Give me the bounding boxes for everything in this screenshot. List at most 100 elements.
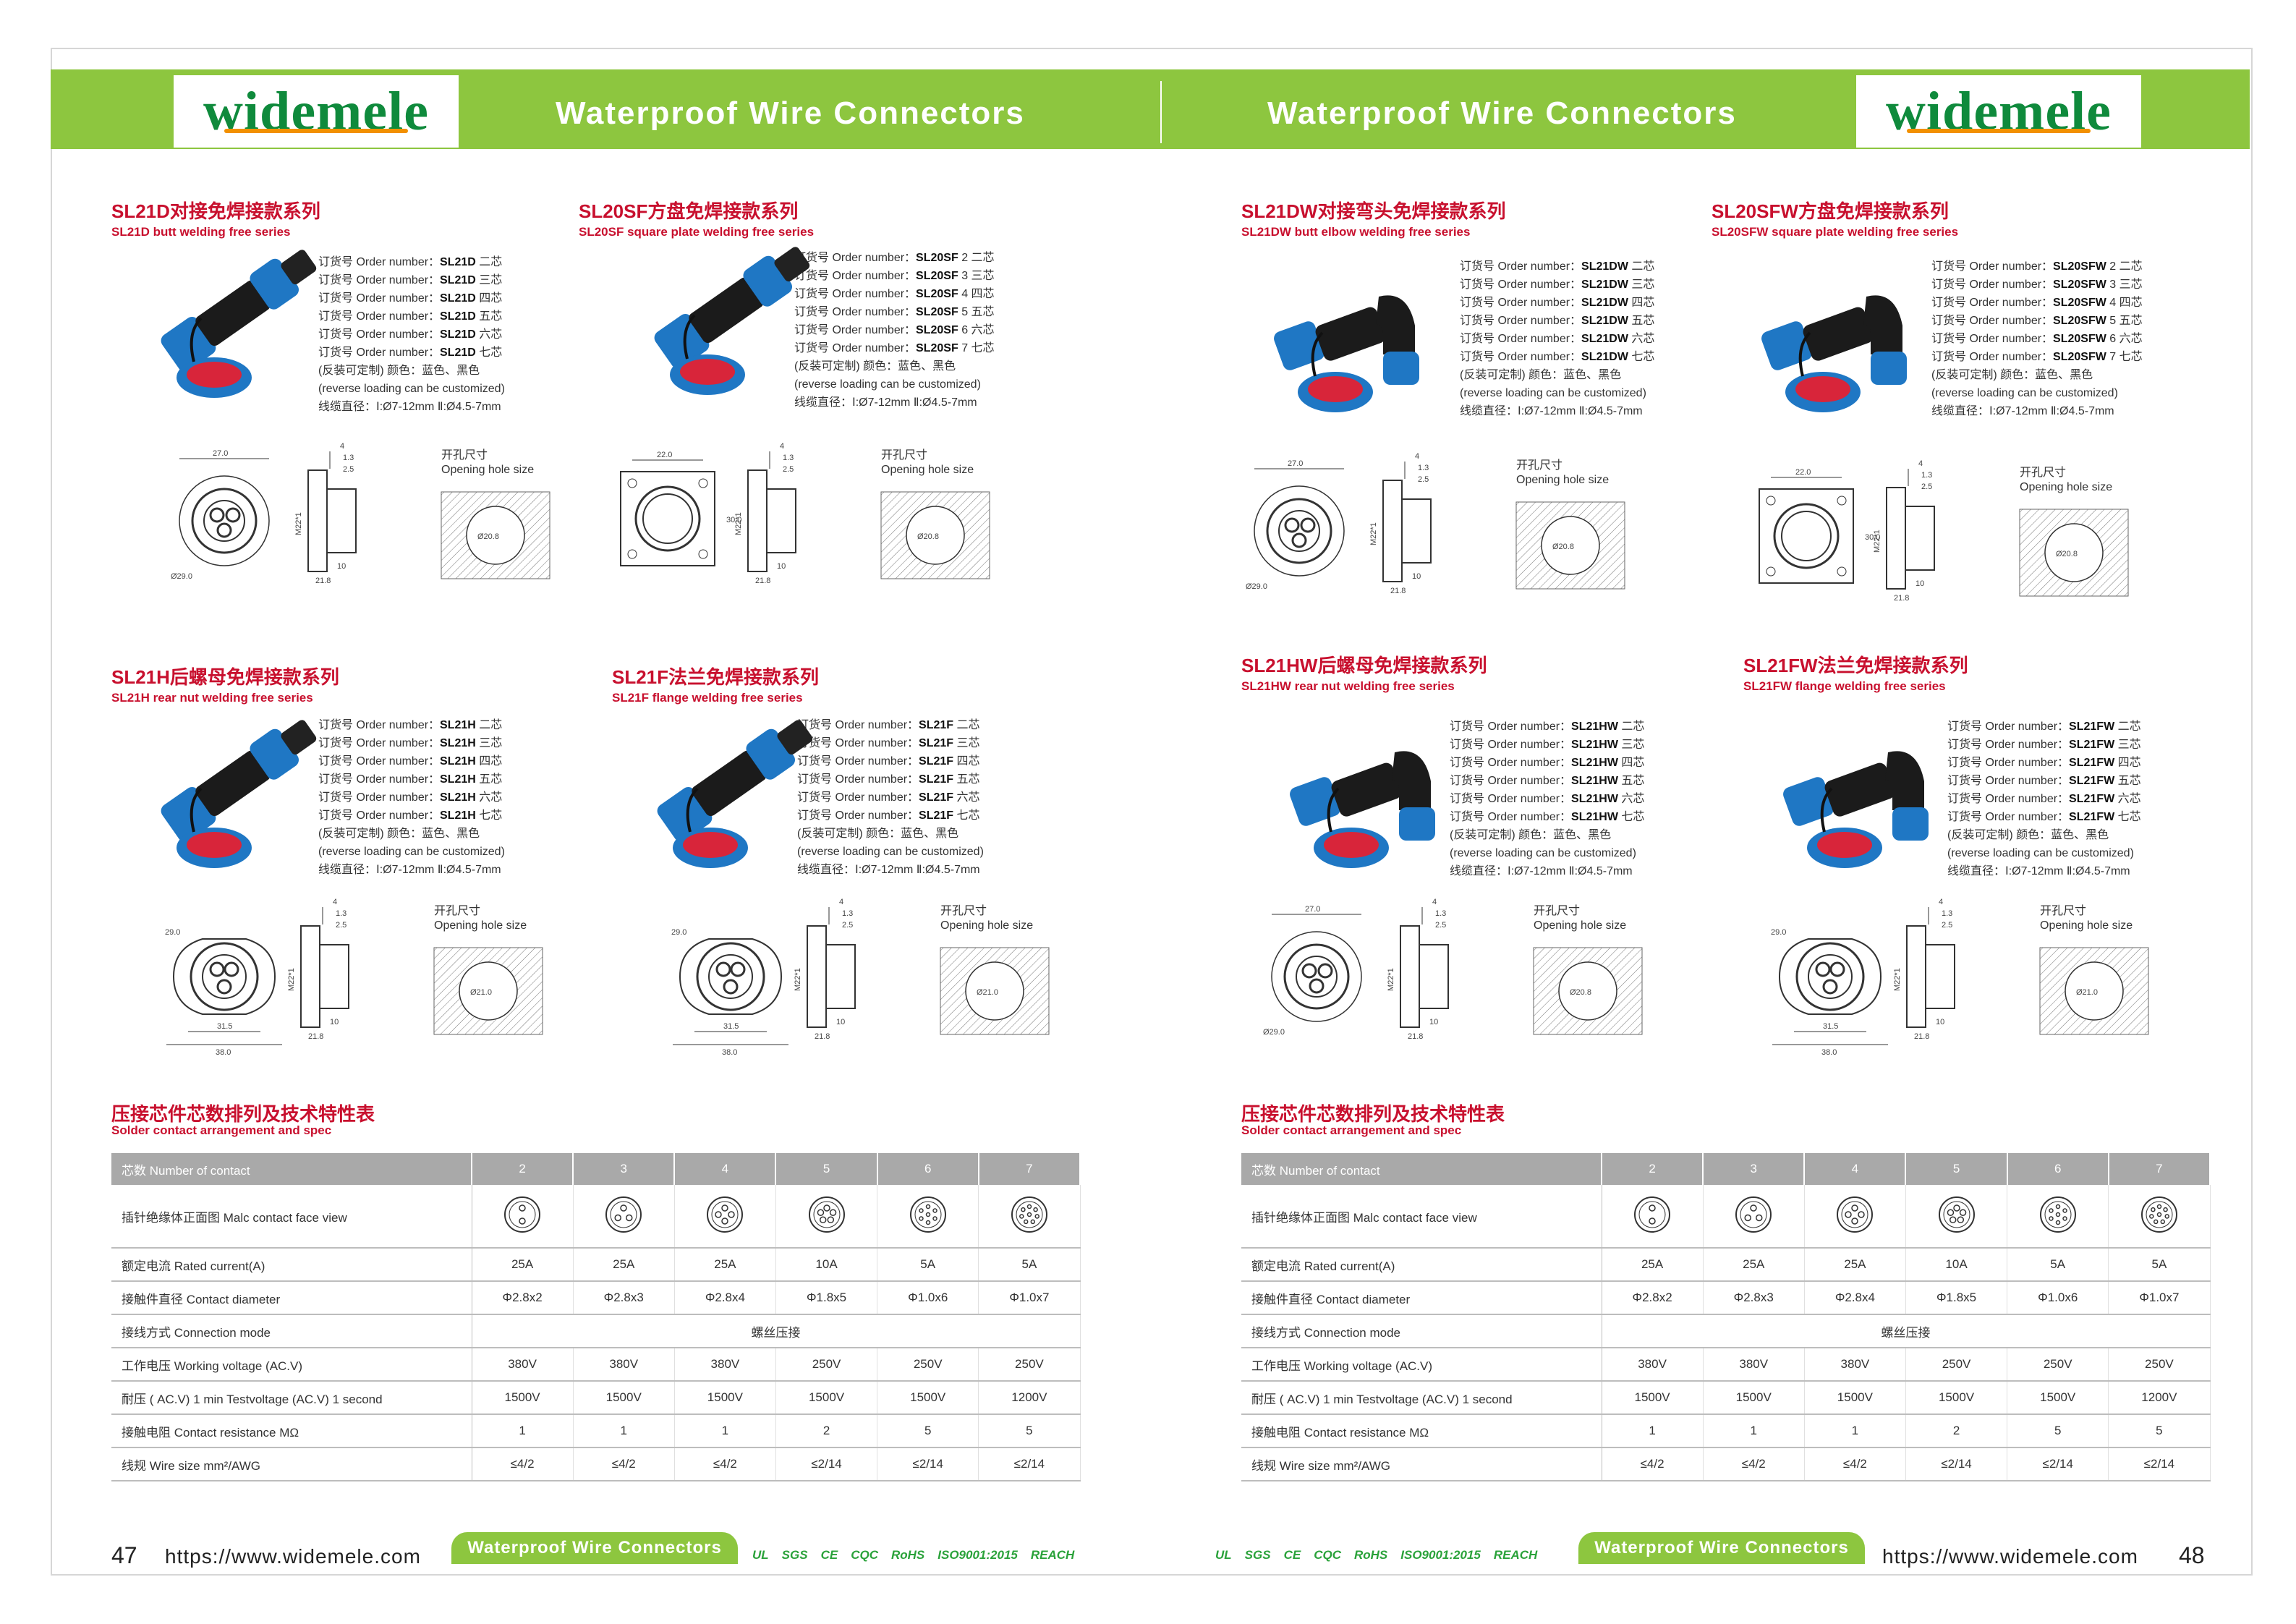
order-prefix: 订货号 Order number：: [797, 773, 919, 786]
order-code: SL20SFW: [2053, 315, 2106, 327]
order-code: SL21FW: [2069, 775, 2115, 787]
dimension-label: 21.8: [1408, 1032, 1423, 1041]
core-count: 六芯: [2117, 793, 2141, 805]
spec-note: 线缆直径：Ⅰ:Ø7-12mm Ⅱ:Ø4.5-7mm: [1450, 865, 1633, 877]
order-line: 订货号 Order number：SL21H 七芯: [318, 807, 505, 825]
order-code: SL21FW: [2069, 720, 2115, 733]
core-count: 3 三芯: [2109, 279, 2143, 291]
dimension-label: 21.8: [1894, 594, 1909, 603]
opening-cn: 开孔尺寸: [2020, 467, 2067, 479]
core-count: 三芯: [1631, 279, 1655, 291]
cert-logo: CE: [820, 1548, 838, 1562]
order-prefix: 订货号 Order number：: [1931, 260, 2054, 273]
dimension-label: 1.3: [336, 909, 346, 918]
core-count: 二芯: [1631, 260, 1655, 273]
core-count: 三芯: [1621, 739, 1645, 751]
order-spec-list: 订货号 Order number：SL21F 二芯订货号 Order numbe…: [797, 716, 984, 879]
face-view-cell: [472, 1185, 574, 1249]
section-title-cn: SL21HW后螺母免焊接款系列: [1241, 655, 1487, 676]
order-line: 订货号 Order number：SL21HW 三芯: [1450, 736, 1644, 754]
order-prefix: 订货号 Order number：: [1460, 351, 1582, 363]
core-count: 5 五芯: [2109, 315, 2143, 327]
section-title-en: SL21D butt welding free series: [111, 225, 291, 239]
dimension-label: 1.3: [1418, 464, 1429, 472]
dimension-label: 4: [780, 442, 784, 451]
spec-note: (反装可定制) 颜色：蓝色、黑色: [1931, 369, 2093, 381]
dimension-label: 22.0: [657, 451, 672, 459]
core-count: 七芯: [479, 809, 503, 822]
contact-count-header: 2: [472, 1153, 574, 1185]
order-code: SL21DW: [1581, 315, 1628, 327]
dimension-label: M22*1: [794, 968, 802, 991]
dimension-label: 27.0: [1288, 459, 1303, 468]
order-code: SL20SFW: [2053, 297, 2106, 309]
connector-photo: [127, 217, 344, 409]
face-view-cell: [1804, 1185, 1906, 1249]
header-label: 芯数 Number of contact: [1241, 1153, 1602, 1185]
core-count: 四芯: [1621, 757, 1645, 769]
row-label: 额定电流 Rated current(A): [1241, 1248, 1602, 1282]
opening-en: Opening hole size: [940, 919, 1034, 932]
table-cell: Φ2.8x2: [472, 1281, 574, 1315]
footer-url-left[interactable]: https://www.widemele.com: [165, 1545, 421, 1568]
order-code: SL21H: [440, 755, 476, 768]
opening-en: Opening hole size: [881, 464, 974, 476]
table-cell: 25A: [674, 1248, 776, 1282]
order-line: 订货号 Order number：SL20SFW 2 二芯: [1931, 258, 2143, 276]
dimension-label: M22*1: [287, 968, 296, 991]
order-spec-list: 订货号 Order number：SL21H 二芯订货号 Order numbe…: [318, 716, 505, 879]
table-cell: 5: [2108, 1414, 2211, 1448]
dimension-label: 38.0: [216, 1048, 231, 1056]
cert-logo: CQC: [851, 1548, 878, 1562]
cert-logo: UL: [752, 1548, 769, 1562]
table-cell: 25A: [1804, 1248, 1906, 1282]
spec-note: (reverse loading can be customized): [794, 378, 981, 391]
banner-title-left: Waterproof Wire Connectors: [556, 95, 1025, 131]
core-count: 2 二芯: [961, 252, 995, 264]
table-cell: 250V: [978, 1348, 1081, 1382]
dimension-label: 4: [1415, 452, 1419, 461]
order-line: 订货号 Order number：SL20SF 3 三芯: [794, 267, 995, 285]
contact-face-icon: [504, 1196, 541, 1233]
opening-en: Opening hole size: [2040, 919, 2133, 932]
footer-url-right[interactable]: https://www.widemele.com: [1882, 1545, 2138, 1568]
connector-photo-icon: [1290, 751, 1435, 868]
table-cell: 25A: [1602, 1248, 1704, 1282]
table-cell: 1500V: [1602, 1381, 1704, 1415]
order-line: 订货号 Order number：SL21H 四芯: [318, 752, 505, 770]
cert-logo: ISO9001:2015: [1400, 1548, 1481, 1562]
core-count: 七芯: [479, 347, 503, 359]
table-cell: ≤4/2: [674, 1447, 776, 1481]
dimension-label: 2.5: [343, 465, 354, 474]
order-prefix: 订货号 Order number：: [1460, 315, 1582, 327]
core-count: 四芯: [479, 292, 503, 305]
table-cell: Φ1.0x6: [877, 1281, 979, 1315]
order-line: 订货号 Order number：SL21H 五芯: [318, 770, 505, 788]
spec-note: (反装可定制) 颜色：蓝色、黑色: [1460, 369, 1622, 381]
logo-text: widemele: [1886, 80, 2112, 142]
order-spec-list: 订货号 Order number：SL21HW 二芯订货号 Order numb…: [1450, 718, 1644, 880]
connector-photo-icon: [1783, 751, 1929, 868]
face-view-cell: [674, 1185, 776, 1249]
section-title-en: SL20SF square plate welding free series: [579, 225, 815, 239]
order-code: SL21D: [440, 256, 476, 268]
order-prefix: 订货号 Order number：: [1947, 811, 2070, 823]
order-prefix: 订货号 Order number：: [1931, 315, 2054, 327]
logo-left: widemele: [174, 75, 459, 148]
spec-note: 线缆直径：Ⅰ:Ø7-12mm Ⅱ:Ø4.5-7mm: [318, 401, 501, 413]
section-title-cn: SL21FW法兰免焊接款系列: [1743, 655, 1968, 676]
row-label: 耐压 ( AC.V) 1 min Testvoltage (AC.V) 1 se…: [111, 1381, 472, 1415]
order-code: SL20SF: [916, 252, 958, 264]
dimension-label: 2.5: [1435, 921, 1446, 930]
order-prefix: 订货号 Order number：: [1450, 775, 1572, 787]
order-spec-list: 订货号 Order number：SL21FW 二芯订货号 Order numb…: [1947, 718, 2141, 880]
order-code: SL21FW: [2069, 793, 2115, 805]
table-cell: 1: [1602, 1414, 1704, 1448]
order-code: SL20SFW: [2053, 333, 2106, 345]
